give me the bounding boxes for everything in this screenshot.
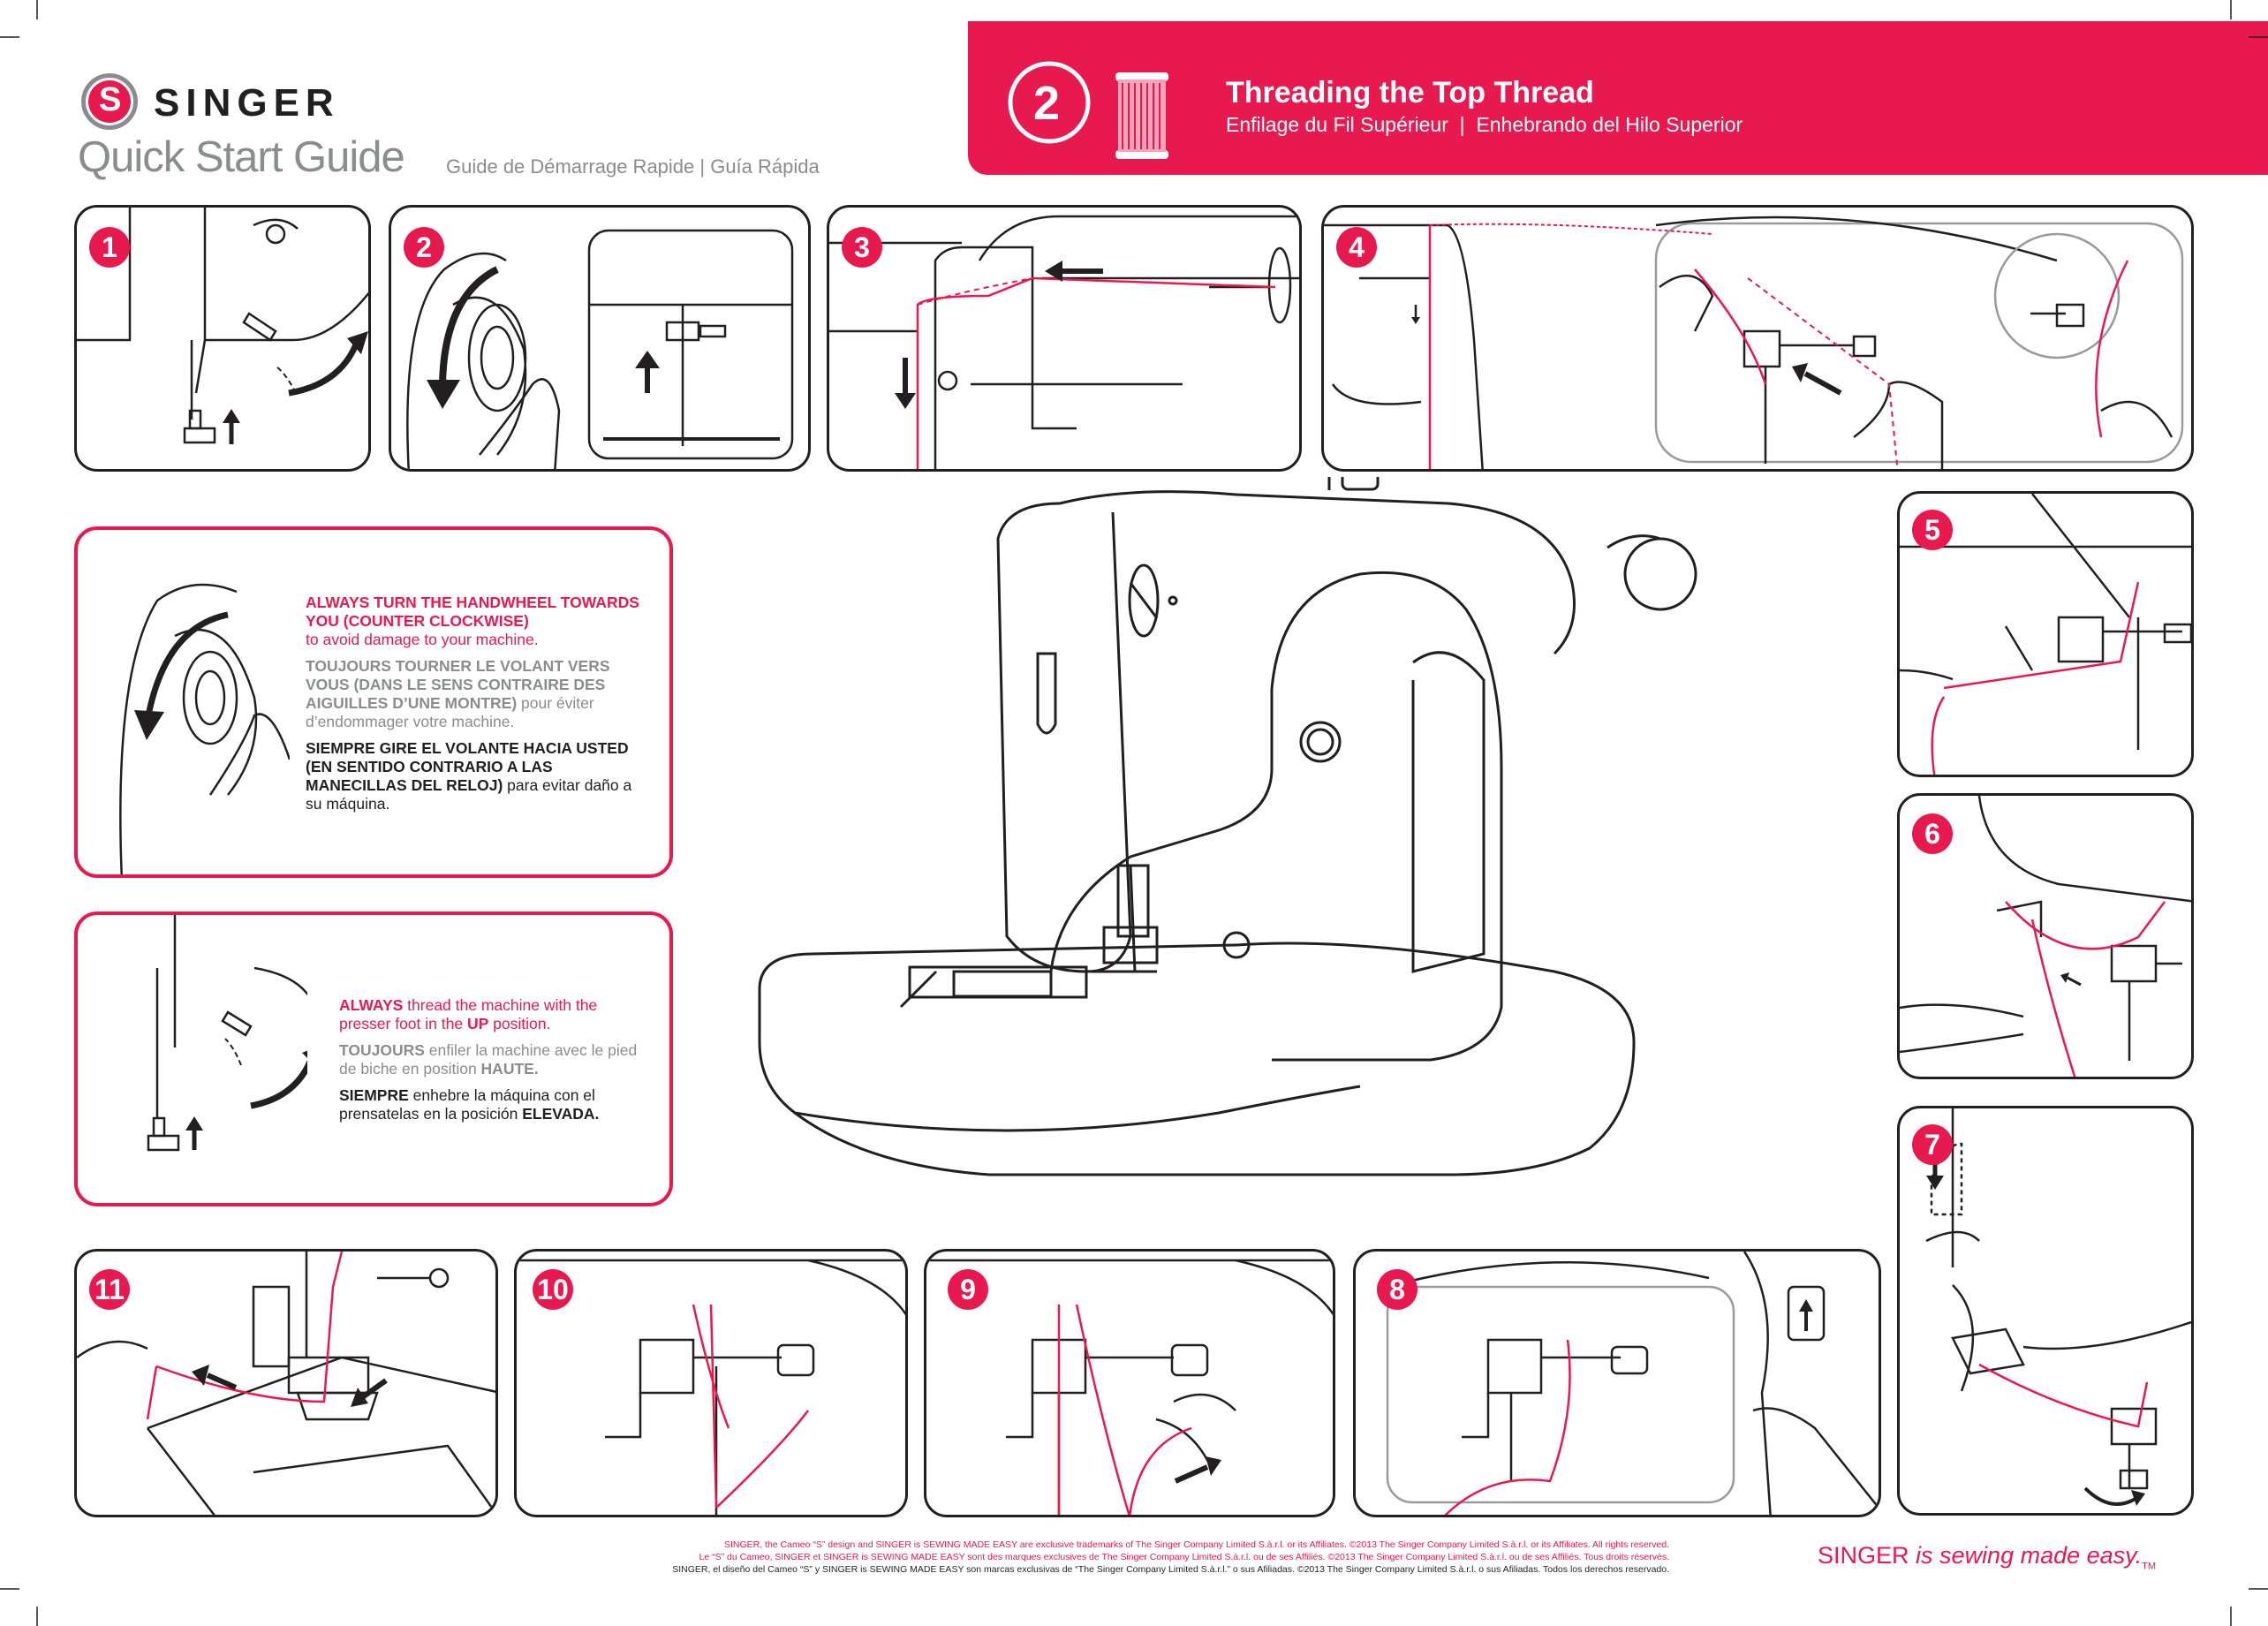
draw-thread-step11-illustration (77, 1252, 495, 1515)
arrow-down-icon (895, 358, 916, 409)
take-up-lever-illustration (1324, 216, 2184, 469)
needle-threading-step10-illustration (517, 1259, 905, 1515)
handwheel-note-en: ALWAYS TURN THE HANDWHEEL TOWARDS YOU (C… (306, 594, 639, 648)
page-subtitle: Guide de Démarrage Rapide | Guía Rápida (446, 155, 820, 178)
singer-logo: S SINGER (78, 71, 360, 132)
section-banner: 2 Threading the Top Thread Enfilage du F… (968, 21, 2268, 175)
tagline: SINGER is sewing made easy.TM (1818, 1542, 2156, 1571)
legal-fr: Le “S” du Cameo, SINGER et SINGER is SEW… (699, 1552, 1670, 1562)
arrow-left-icon (1792, 363, 1842, 396)
step-11-badge: 11 (89, 1269, 130, 1310)
step-9-badge: 9 (948, 1269, 988, 1310)
arrow-left-icon (1045, 261, 1103, 282)
step-4-badge: 4 (1336, 227, 1377, 268)
rotate-arrow-icon (2083, 1486, 2140, 1506)
handwheel-note: ALWAYS TURN THE HANDWHEEL TOWARDS YOU (C… (74, 526, 673, 878)
legal-notice: SINGER, the Cameo “S” design and SINGER … (548, 1539, 1669, 1576)
page-title: Quick Start Guide (78, 133, 405, 181)
step-3-badge: 3 (842, 227, 882, 268)
step-7-badge: 7 (1912, 1124, 1953, 1165)
tagline-text: is sewing made easy. (1916, 1542, 2143, 1569)
rotate-arrow-icon (288, 338, 361, 397)
step-1-panel: 1 (74, 205, 371, 472)
arrow-up-icon (1799, 1299, 1813, 1331)
handwheel-icon (119, 583, 290, 874)
presser-lever-step7-illustration (1925, 1108, 2191, 1506)
step-2-panel: 2 (389, 205, 811, 472)
step-1-badge: 1 (89, 227, 130, 268)
step-5-panel: 5 (1897, 491, 2194, 777)
needle-threading-step9-illustration (926, 1259, 1333, 1515)
step-9-panel: 9 (924, 1249, 1335, 1517)
arrow-right-icon (1174, 1456, 1221, 1484)
tagline-brand: SINGER (1818, 1542, 1909, 1569)
banner-graphics (1008, 61, 1168, 159)
step-11-panel: 11 (74, 1249, 498, 1517)
presser-lever-illustration (77, 208, 368, 444)
presser-foot-icon (147, 915, 307, 1152)
step-10-panel: 10 (514, 1249, 908, 1517)
arrow-left-icon (2060, 972, 2082, 987)
legal-en: SINGER, the Cameo “S” design and SINGER … (723, 1539, 1669, 1550)
thread-guide-step6-illustration (1900, 796, 2191, 1077)
arrow-up-icon (223, 409, 240, 444)
sewing-machine-illustration (758, 477, 1697, 1176)
step-6-panel: 6 (1897, 793, 2194, 1079)
step-7-panel: 7 (1897, 1106, 2194, 1516)
step-5-badge: 5 (1912, 510, 1953, 550)
handwheel-needle-illustration (406, 229, 794, 469)
step-10-badge: 10 (533, 1269, 573, 1310)
presser-note-fr: TOUJOURS enfiler la machine avec le pied… (339, 1041, 638, 1078)
logo-letter: S (99, 81, 122, 118)
banner-step-number: 2 (1033, 77, 1061, 130)
presser-note-es: SIEMPRE enhebre la máquina con el prensa… (339, 1086, 600, 1123)
singer-cameo-icon (81, 73, 138, 130)
arrow-down-icon (1411, 305, 1420, 324)
handwheel-note-es: SIEMPRE GIRE EL VOLANTE HACIA USTED (EN … (306, 739, 632, 813)
tagline-tm: TM (2142, 1561, 2157, 1572)
needle-bar-guide-illustration (1386, 1252, 1879, 1515)
banner-title: Threading the Top Thread (1226, 76, 1594, 110)
arrow-up-icon (635, 351, 660, 393)
thread-spool-icon (1115, 72, 1168, 159)
step-8-badge: 8 (1377, 1269, 1418, 1310)
legal-es: SINGER, el diseño del Cameo “S” y SINGER… (672, 1564, 1669, 1575)
brand-wordmark: SINGER (154, 81, 340, 125)
thread-guide-illustration (829, 215, 1299, 469)
banner-subtitle: Enfilage du Fil Supérieur | Enhebrando d… (1226, 113, 1743, 136)
arrow-left-icon (192, 1365, 238, 1390)
step-8-panel: 8 (1353, 1249, 1881, 1517)
arrow-left-icon (351, 1378, 388, 1407)
arrow-up-icon (185, 1116, 203, 1150)
step-6-badge: 6 (1912, 813, 1953, 854)
step-4-panel: 4 (1321, 205, 2194, 472)
handwheel-note-fr: TOUJOURS TOURNER LE VOLANT VERS VOUS (DA… (306, 657, 610, 730)
step-2-badge: 2 (404, 227, 444, 268)
thread-guide-step5-illustration (1900, 494, 2191, 775)
presser-foot-note: ALWAYS thread the machine with the press… (74, 911, 673, 1206)
step-3-panel: 3 (827, 205, 1302, 472)
presser-note-en: ALWAYS thread the machine with the press… (339, 996, 598, 1032)
